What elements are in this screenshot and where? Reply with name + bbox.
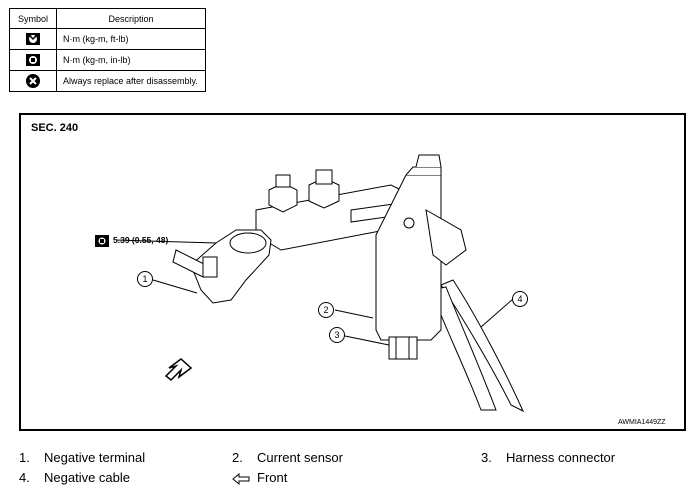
- legend-symbol-cell: [9, 28, 57, 50]
- legend-description: N·m (kg-m, ft-lb): [56, 28, 206, 50]
- legend-row: N·m (kg-m, ft-lb): [9, 28, 206, 50]
- legend-row: Always replace after disassembly.: [9, 70, 206, 92]
- caption-item: Front: [232, 470, 287, 485]
- symbol-legend-table: Symbol Description N·m (kg-m, ft-lb) N·m…: [9, 8, 206, 92]
- torque-wrench-small-icon: [26, 54, 40, 66]
- section-label: SEC. 240: [31, 122, 79, 134]
- harness-connector: [388, 336, 418, 360]
- callout-1: 1: [137, 271, 153, 287]
- legend-description: Always replace after disassembly.: [56, 70, 206, 92]
- legend-header-description: Description: [56, 8, 206, 29]
- caption-item: 2. Current sensor: [232, 450, 343, 465]
- caption-item: 3. Harness connector: [481, 450, 615, 465]
- caption-number: 1.: [19, 450, 30, 465]
- front-arrow: [164, 358, 193, 382]
- diagram-frame: [19, 113, 686, 431]
- caption-label: Negative terminal: [44, 450, 146, 465]
- legend-row: N·m (kg-m, in-lb): [9, 49, 206, 71]
- bolt: [268, 174, 298, 213]
- callout-3: 3: [329, 327, 345, 343]
- legend-header-symbol: Symbol: [9, 8, 57, 29]
- legend-symbol-cell: [9, 49, 57, 71]
- caption-item: 1. Negative terminal: [19, 450, 145, 465]
- negative-cable: [440, 279, 525, 413]
- caption-label: Negative cable: [44, 470, 130, 485]
- legend-header-row: Symbol Description: [9, 8, 206, 29]
- caption-label: Current sensor: [257, 450, 343, 465]
- caption-number: 2.: [232, 450, 243, 465]
- caption-label: Harness connector: [506, 450, 616, 465]
- legend-symbol-cell: [9, 70, 57, 92]
- battery-negative-terminal-illustration: [115, 154, 525, 413]
- figure-code: AWMIA1449ZZ: [618, 419, 666, 426]
- torque-spec-label: 5.39 (0.55, 48): [113, 235, 169, 245]
- caption-item: 4. Negative cable: [19, 470, 130, 485]
- front-arrow-icon: [232, 470, 257, 485]
- caption-label: Front: [257, 470, 288, 485]
- caption-number: 3.: [481, 450, 492, 465]
- torque-wrench-icon: [26, 33, 40, 45]
- always-replace-icon: [26, 74, 40, 88]
- legend-description: N·m (kg-m, in-lb): [56, 49, 206, 71]
- callout-4: 4: [512, 291, 528, 307]
- caption-number: 4.: [19, 470, 30, 485]
- callout-2: 2: [318, 302, 334, 318]
- torque-wrench-icon: [95, 234, 109, 252]
- bolt: [308, 169, 340, 209]
